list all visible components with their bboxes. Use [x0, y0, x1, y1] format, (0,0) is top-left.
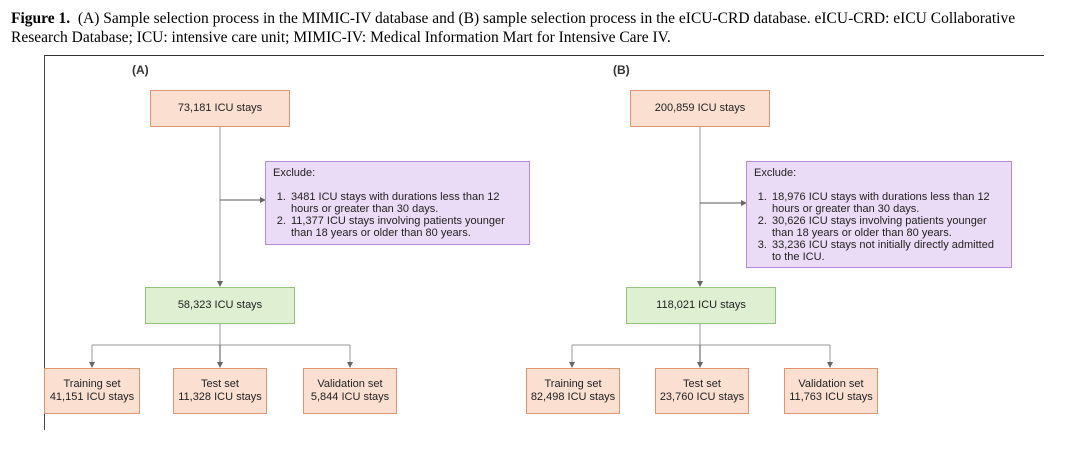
b-cohort-text: 118,021 ICU stays: [656, 299, 746, 311]
b-training-count: 82,498 ICU stays: [530, 391, 616, 403]
b-training-box: Training set 82,498 ICU stays: [526, 368, 620, 414]
b-test-count: 23,760 ICU stays: [659, 391, 745, 403]
a-cohort-box: 58,323 ICU stays: [145, 287, 295, 324]
top-rule: [44, 55, 1044, 56]
caption-label: Figure 1.: [11, 10, 71, 27]
b-exclude-list: 18,976 ICU stays with durations less tha…: [754, 191, 1005, 263]
a-validation-name: Validation set: [317, 378, 383, 390]
b-exclusion-3: 33,236 ICU stays not initially directly …: [770, 239, 1005, 263]
a-training-count: 41,151 ICU stays: [49, 391, 135, 403]
a-training-name: Training set: [63, 378, 121, 390]
a-validation-box: Validation set 5,844 ICU stays: [303, 368, 397, 414]
b-exclusion-2: 30,626 ICU stays involving patients youn…: [770, 215, 1005, 239]
a-test-count: 11,328 ICU stays: [178, 391, 262, 403]
a-exclude-title: Exclude:: [273, 167, 316, 179]
b-validation-count: 11,763 ICU stays: [789, 391, 873, 403]
panel-a-label: (A): [132, 63, 149, 77]
b-exclude-box: Exclude: 18,976 ICU stays with durations…: [746, 161, 1012, 268]
a-test-box: Test set 11,328 ICU stays: [173, 368, 267, 414]
figure-caption: Figure 1. (A) Sample selection process i…: [11, 9, 1071, 47]
a-training-box: Training set 41,151 ICU stays: [44, 368, 140, 414]
panel-b-label: (B): [613, 63, 630, 77]
a-exclusion-1: 3481 ICU stays with durations less than …: [289, 191, 523, 215]
b-test-name: Test set: [683, 378, 721, 390]
a-start-text: 73,181 ICU stays: [177, 102, 263, 114]
b-test-box: Test set 23,760 ICU stays: [655, 368, 749, 414]
left-edge-rule: [44, 55, 45, 430]
a-exclude-list: 3481 ICU stays with durations less than …: [273, 191, 523, 239]
a-start-box: 73,181 ICU stays: [150, 90, 290, 127]
b-training-name: Training set: [544, 378, 602, 390]
b-exclusion-1: 18,976 ICU stays with durations less tha…: [770, 191, 1005, 215]
b-start-text: 200,859 ICU stays: [654, 102, 746, 114]
b-exclude-title: Exclude:: [754, 167, 797, 179]
b-validation-name: Validation set: [798, 378, 864, 390]
b-validation-box: Validation set 11,763 ICU stays: [784, 368, 878, 414]
b-start-box: 200,859 ICU stays: [630, 90, 770, 127]
a-test-name: Test set: [201, 378, 239, 390]
a-validation-count: 5,844 ICU stays: [310, 391, 390, 403]
caption-text: (A) Sample selection process in the MIMI…: [11, 10, 1016, 46]
a-cohort-text: 58,323 ICU stays: [177, 299, 263, 311]
b-cohort-box: 118,021 ICU stays: [626, 287, 776, 324]
a-exclusion-2: 11,377 ICU stays involving patients youn…: [289, 215, 523, 239]
a-exclude-box: Exclude: 3481 ICU stays with durations l…: [265, 161, 530, 245]
